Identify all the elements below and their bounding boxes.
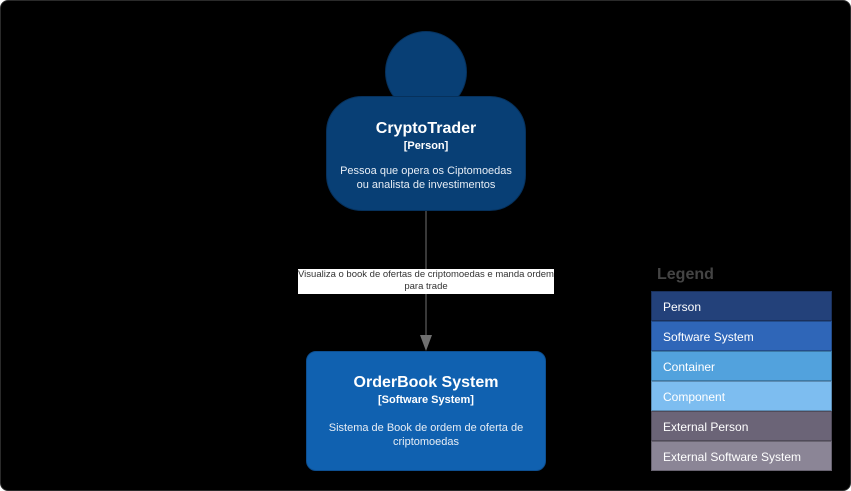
system-type: [Software System] — [378, 394, 474, 406]
legend-item-container[interactable]: Container — [651, 351, 832, 381]
legend-item-person[interactable]: Person — [651, 291, 832, 321]
legend: Person Software System Container Compone… — [651, 291, 832, 471]
person-name: CryptoTrader — [375, 120, 477, 137]
person-type: [Person] — [403, 140, 449, 152]
person-node-cryptotrader[interactable]: CryptoTrader [Person] Pessoa que opera o… — [326, 96, 526, 211]
relationship-label[interactable]: Visualiza o book de ofertas de criptomoe… — [298, 269, 554, 294]
legend-item-software-system[interactable]: Software System — [651, 321, 832, 351]
system-node-orderbook[interactable]: OrderBook System [Software System] Siste… — [306, 351, 546, 471]
person-description: Pessoa que opera os Ciptomoedas ou anali… — [340, 165, 512, 191]
system-description: Sistema de Book de ordem de oferta de cr… — [328, 422, 524, 448]
system-name: OrderBook System — [353, 374, 499, 391]
arrowhead — [420, 335, 432, 351]
legend-title: Legend — [657, 266, 714, 283]
legend-item-external-person[interactable]: External Person — [651, 411, 832, 441]
legend-item-component[interactable]: Component — [651, 381, 832, 411]
legend-item-external-software-system[interactable]: External Software System — [651, 441, 832, 471]
